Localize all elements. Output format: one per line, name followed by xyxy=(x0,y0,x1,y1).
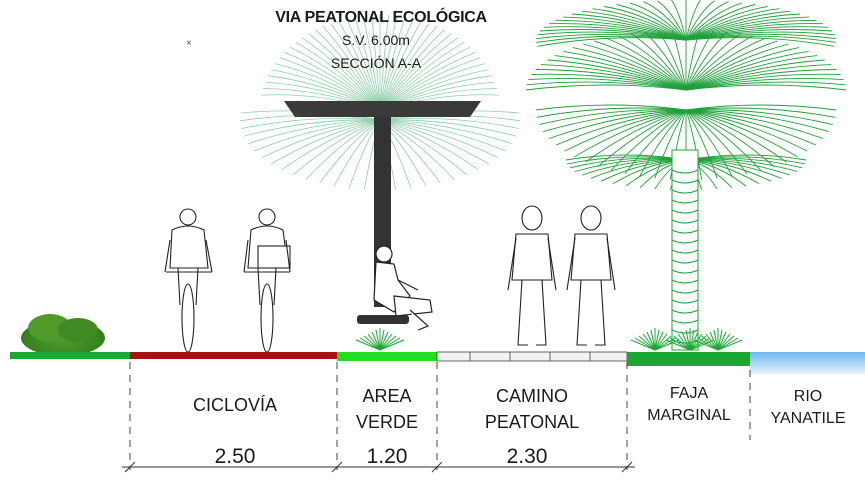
cyclist-icon xyxy=(164,208,213,353)
zone-label-line: MARGINAL xyxy=(647,407,731,424)
ground-ciclovia xyxy=(130,352,337,359)
zone-label-line: YANATILE xyxy=(770,410,846,427)
ground-camino xyxy=(436,351,628,362)
pedestrian-icon xyxy=(507,205,557,346)
ground-left xyxy=(10,352,130,359)
grass-tuft-icon xyxy=(355,328,743,351)
zone-label-area-verde: AREA VERDE xyxy=(342,383,432,435)
width-note: S.V. 6.00m xyxy=(342,32,410,48)
zone-label-camino-peatonal: CAMINO PEATONAL xyxy=(462,383,602,435)
cyclist-icon xyxy=(243,208,291,353)
zone-label-line: PEATONAL xyxy=(484,412,580,432)
marker-x: × xyxy=(186,38,192,49)
zone-label-line: RIO xyxy=(793,388,823,405)
zone-label-line: AREA xyxy=(362,386,412,406)
ground-area-verde xyxy=(337,352,437,361)
palm-tree-right-icon xyxy=(525,0,847,351)
dimension-ciclovia: 2.50 xyxy=(214,445,256,468)
zone-label-line: CAMINO xyxy=(496,386,568,406)
zone-label-line: VERDE xyxy=(355,412,418,432)
bush-icon xyxy=(21,314,105,356)
seated-person-icon xyxy=(373,245,433,331)
section-label: SECCIÓN A-A xyxy=(330,55,422,71)
dimension-line xyxy=(122,461,635,473)
dimension-camino: 2.30 xyxy=(506,445,548,468)
ground-faja xyxy=(627,352,750,366)
pedestrian-icon xyxy=(566,205,616,346)
river-water xyxy=(750,352,865,374)
separator-lines xyxy=(129,362,751,470)
diagram-title: VIA PEATONAL ECOLÓGICA xyxy=(275,9,487,26)
zone-label-faja-marginal: FAJA MARGINAL xyxy=(630,383,748,427)
zone-label-rio-yanatile: RIO YANATILE xyxy=(758,386,858,430)
dimension-area-verde: 1.20 xyxy=(366,445,408,468)
zone-label-line: FAJA xyxy=(669,385,709,402)
zone-label-ciclovia: CICLOVÍA xyxy=(192,395,278,415)
